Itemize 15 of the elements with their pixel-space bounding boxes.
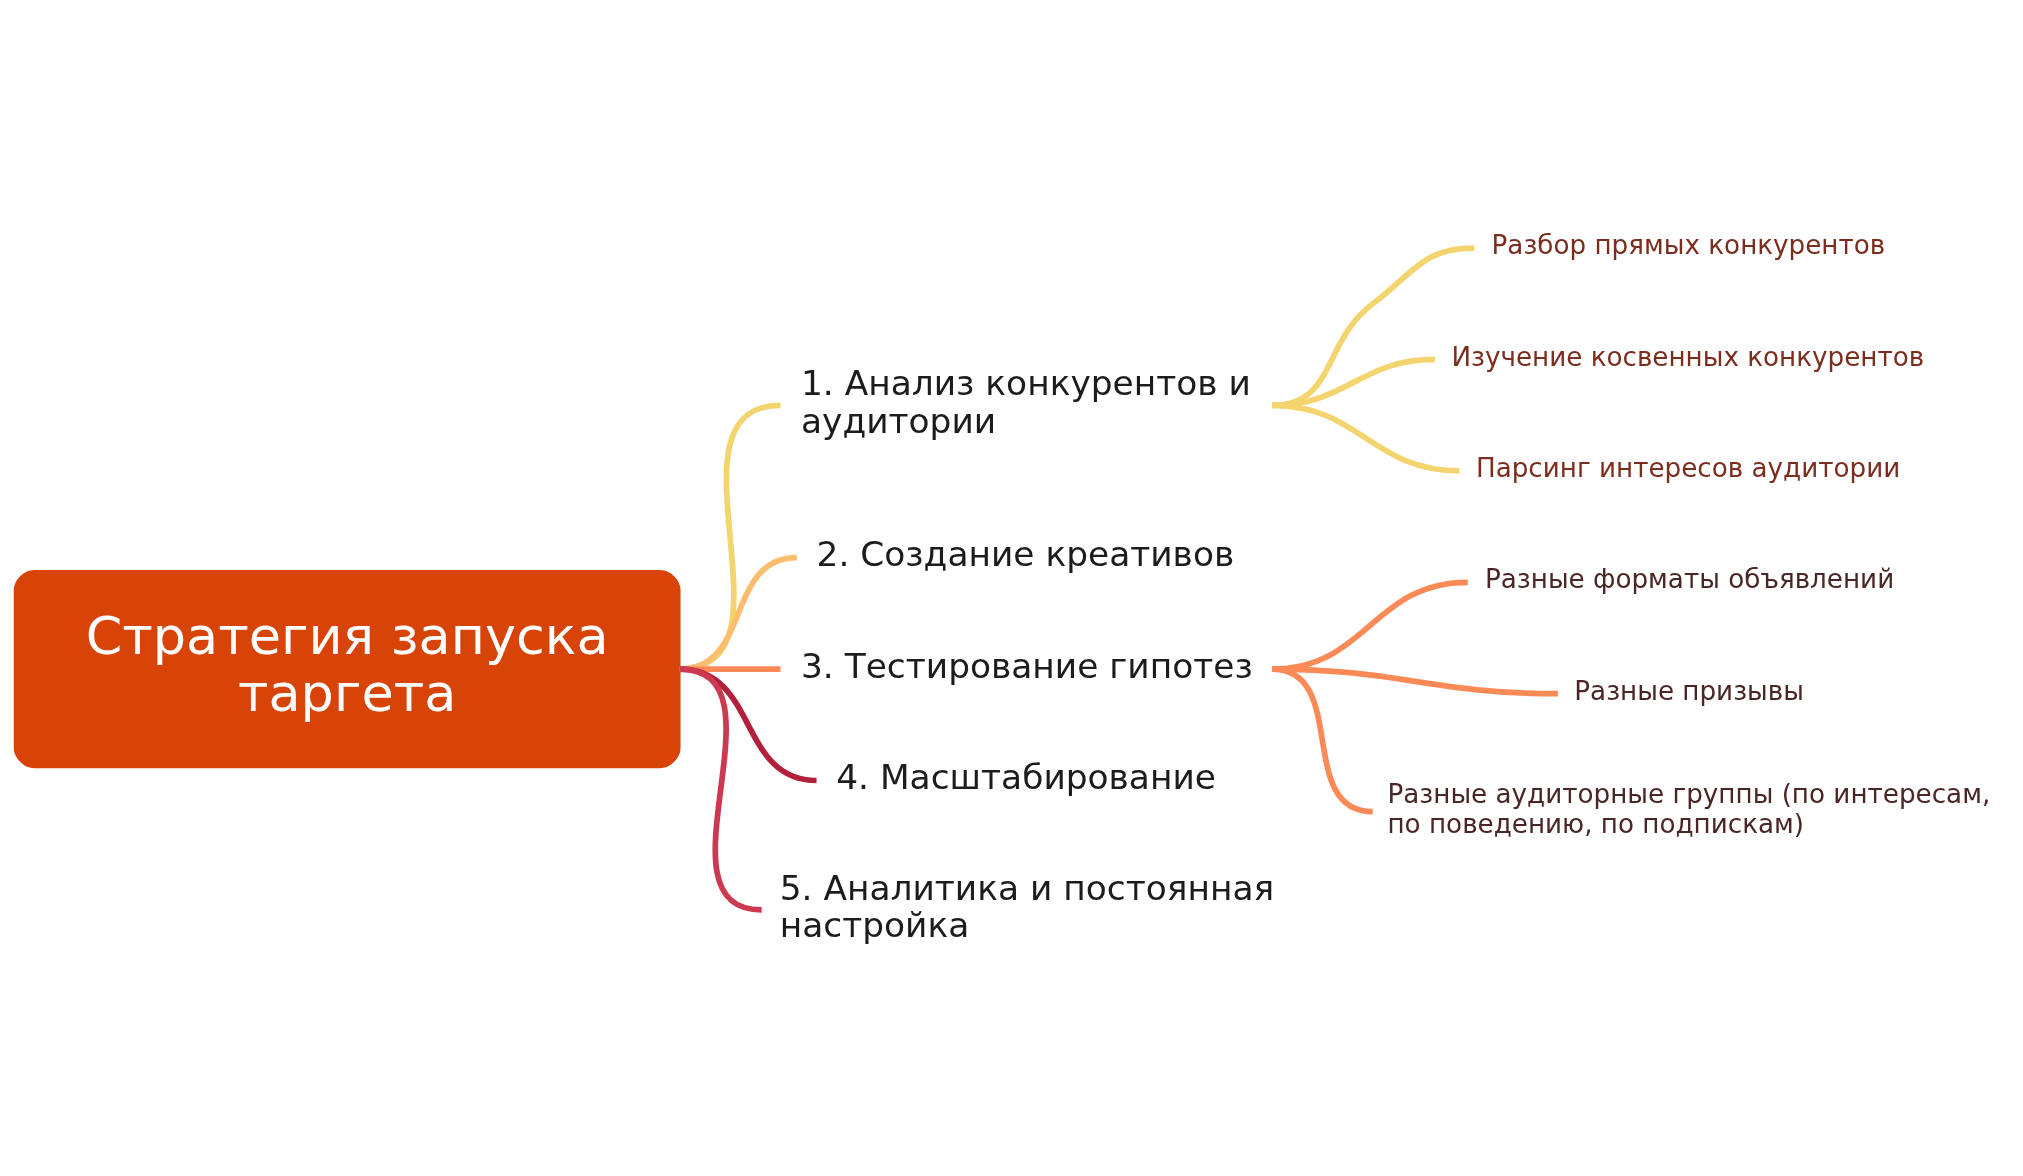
node-text: Разбор прямых конкурентов xyxy=(1491,230,1886,261)
node-text: 3. Тестирование гипотез xyxy=(800,645,1253,686)
node-text: Разные аудиторные группы (по интересам, по поведению, по подпискам) xyxy=(1387,779,1991,839)
connector xyxy=(679,666,763,913)
node-text: Изучение косвенных конкурентов xyxy=(1451,341,1925,372)
connector xyxy=(1271,402,1460,474)
node-box: Стратегия запуска таргета xyxy=(13,569,681,769)
node-text: Разные призывы xyxy=(1574,675,1804,706)
node-text: Разные форматы объявлений xyxy=(1484,564,1895,595)
node-text: 2. Создание креативов xyxy=(816,534,1235,575)
node-text: 5. Аналитика и постоянная настройка xyxy=(779,867,1275,946)
node-text: 1. Анализ конкурентов и аудитории xyxy=(800,363,1251,441)
node-text: Парсинг интересов аудитории xyxy=(1475,453,1901,484)
connector xyxy=(1271,666,1374,815)
node-text: 4. Масштабирование xyxy=(836,757,1216,798)
